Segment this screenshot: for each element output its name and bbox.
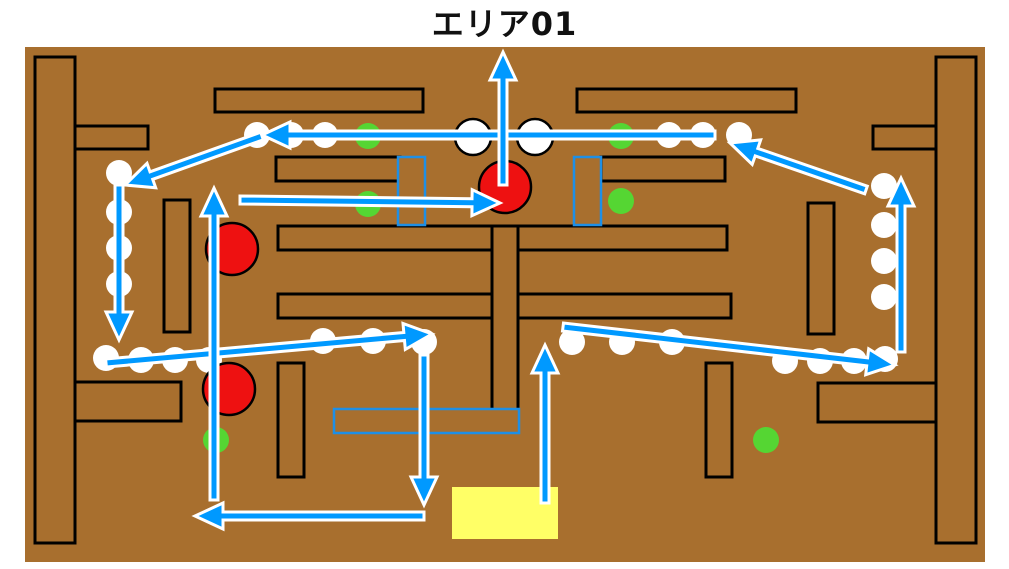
arrow-top-row-left-icon [258,119,717,151]
green-dot [608,188,634,214]
wall [806,201,836,336]
wall [33,55,77,545]
arrow-right-diag-down-icon [560,321,899,377]
wall [816,381,938,424]
wall [516,224,729,252]
white-dot [559,329,585,355]
switch-block [396,155,427,227]
wall [704,361,734,479]
wall [575,87,798,114]
arrow-up-from-goal-icon [529,341,561,505]
wall [73,380,183,423]
white-dot [871,248,897,274]
white-dot [871,212,897,238]
wall [934,55,978,545]
wall [490,224,520,412]
white-dot [106,160,132,186]
arrow-to-red-orb-icon [238,187,504,219]
wall [516,292,733,320]
area-title: エリア01 [431,5,578,43]
arrow-bottom-left-diag-icon [103,321,436,369]
wall [599,155,727,183]
walls [33,55,978,545]
arrow-right-column-up-icon [885,174,917,354]
arrow-right-diag-up-icon [726,138,870,196]
arrow-up-exit-icon [487,48,519,187]
wall [871,124,938,151]
wall [73,124,150,151]
wall [274,155,402,183]
wall [276,361,306,479]
wall [213,87,425,114]
wall [162,198,192,334]
route-arrows [103,48,917,532]
green-dot [753,427,779,453]
arrow-up-left-column-icon [198,184,230,502]
switch-block [572,155,603,227]
wall [276,224,494,252]
arrow-diag-to-left-column-icon [121,130,266,190]
arrow-bottom-left-row-icon [191,500,426,532]
white-dot [871,173,897,199]
arrow-left-column-down-icon [103,183,135,344]
arrow-down-center-left-icon [408,353,440,509]
white-dot [871,284,897,310]
wall [276,292,494,320]
